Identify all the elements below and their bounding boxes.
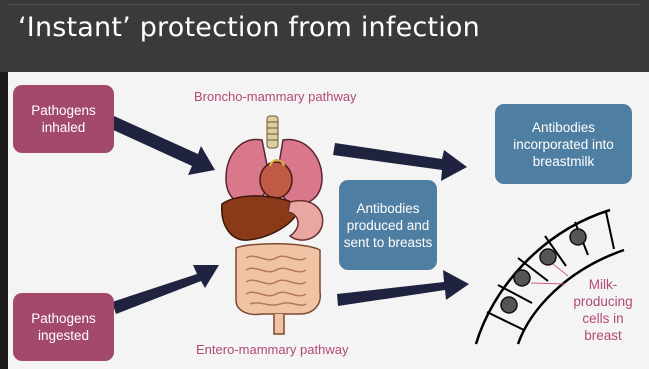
- arrow-organs-to-breastmilk: [333, 143, 467, 181]
- milk-cell: [570, 229, 586, 245]
- antibodies-incorporated-box: Antibodies incorporated into breastmilk: [495, 104, 632, 184]
- organs-illustration: [222, 116, 323, 334]
- pathogens-ingested-box: Pathogens ingested: [13, 293, 114, 361]
- pathogens-inhaled-box: Pathogens inhaled: [13, 85, 114, 153]
- milk-producing-cells-label: Milk-producing cells in breast: [564, 276, 642, 344]
- milk-cell: [540, 249, 556, 265]
- liver: [222, 196, 300, 240]
- broncho-mammary-pathway-label: Broncho-mammary pathway: [194, 89, 357, 104]
- pathogens-ingested-label: Pathogens ingested: [17, 310, 110, 344]
- arrow-ingested-to-organs: [112, 265, 219, 314]
- arrow-inhaled-to-organs: [109, 116, 215, 175]
- antibodies-produced-box: Antibodies produced and sent to breasts: [339, 180, 437, 270]
- antibodies-incorporated-label: Antibodies incorporated into breastmilk: [499, 119, 628, 170]
- pathogens-inhaled-label: Pathogens inhaled: [17, 102, 110, 136]
- pointer-lines: [531, 264, 568, 284]
- arrow-organs-to-breast: [337, 270, 469, 306]
- milk-cell: [501, 297, 517, 313]
- entero-mammary-pathway-label: Entero-mammary pathway: [196, 342, 348, 357]
- antibodies-produced-label: Antibodies produced and sent to breasts: [343, 200, 433, 251]
- milk-cell: [514, 270, 530, 286]
- trachea: [267, 116, 278, 148]
- heart: [260, 162, 292, 198]
- stomach: [288, 201, 323, 240]
